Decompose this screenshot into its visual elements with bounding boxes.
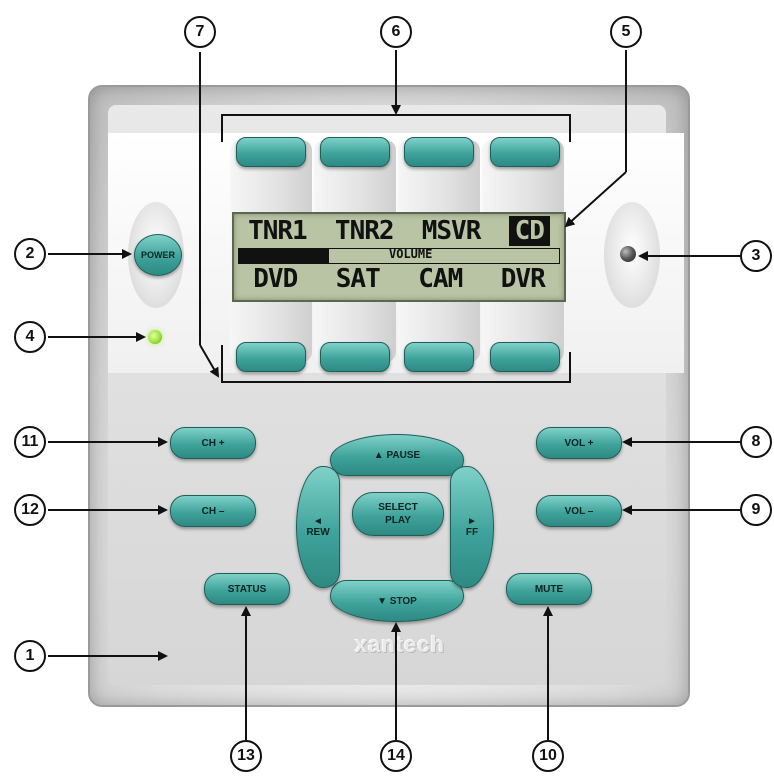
callout-11: 11	[14, 426, 46, 458]
volume-label: VOLUME	[389, 247, 433, 261]
pause-label: ▲ PAUSE	[373, 449, 421, 461]
callout-12: 12	[14, 494, 46, 526]
rewind-arrow-icon: ◄	[313, 516, 323, 527]
softkey-top-1[interactable]	[236, 137, 306, 167]
callout-5: 5	[610, 16, 642, 48]
lcd-volume-meter: VOLUME	[238, 247, 560, 264]
status-label: STATUS	[227, 583, 267, 595]
softkey-top-3[interactable]	[404, 137, 474, 167]
leader-7-diagonal	[199, 344, 220, 378]
callout-14: 14	[380, 740, 412, 772]
callout-8: 8	[740, 426, 772, 458]
brand-logo: xantech	[354, 632, 446, 657]
callout-13: 13	[230, 740, 262, 772]
channel-down-label: CH –	[201, 505, 225, 517]
bracket-bottom-softkeys	[221, 345, 571, 383]
callout-7: 7	[184, 16, 216, 48]
volume-level-bar	[239, 249, 329, 263]
fast-forward-button[interactable]: ► FF	[450, 466, 494, 588]
lcd-bottom-row: DVD SAT CAM DVR	[234, 264, 564, 294]
mute-label: MUTE	[534, 583, 564, 595]
lcd-top-row: TNR1 TNR2 MSVR CD	[234, 216, 564, 246]
callout-10: 10	[532, 740, 564, 772]
callout-6: 6	[380, 16, 412, 48]
lcd-source-tnr1: TNR1	[248, 216, 308, 246]
power-button[interactable]: POWER	[134, 234, 182, 276]
lcd-display: TNR1 TNR2 MSVR CD VOLUME DVD SAT CAM DVR	[232, 212, 566, 302]
rewind-label: REW	[306, 527, 330, 538]
channel-down-button[interactable]: CH –	[170, 495, 256, 527]
softkey-top-4[interactable]	[490, 137, 560, 167]
select-label: SELECT	[378, 502, 418, 513]
lcd-source-cam: CAM	[418, 264, 463, 294]
softkey-bottom-4[interactable]	[490, 342, 560, 372]
bracket-top-softkeys	[221, 114, 571, 142]
lcd-source-msvr: MSVR	[421, 216, 482, 246]
lcd-source-tnr2: TNR2	[334, 216, 395, 246]
stop-button[interactable]: ▼ STOP	[330, 580, 464, 622]
callout-2: 2	[14, 238, 46, 270]
select-play-button[interactable]: SELECT PLAY	[352, 492, 444, 536]
rewind-button[interactable]: ◄ REW	[296, 466, 340, 588]
channel-up-label: CH +	[201, 437, 225, 449]
volume-up-button[interactable]: VOL +	[536, 427, 622, 459]
status-led	[148, 330, 162, 344]
fast-forward-label: FF	[465, 527, 479, 538]
callout-9: 9	[740, 494, 772, 526]
volume-down-button[interactable]: VOL –	[536, 495, 622, 527]
leader-5-diagonal	[564, 171, 627, 228]
channel-up-button[interactable]: CH +	[170, 427, 256, 459]
ir-sensor	[620, 246, 636, 262]
lcd-source-dvd: DVD	[253, 264, 298, 294]
lcd-source-sat: SAT	[335, 264, 381, 294]
volume-down-label: VOL –	[564, 505, 594, 517]
softkey-bottom-1[interactable]	[236, 342, 306, 372]
lcd-source-dvr: DVR	[500, 264, 546, 294]
fast-forward-arrow-icon: ►	[467, 516, 477, 527]
callout-1: 1	[14, 640, 46, 672]
lcd-source-cd-selected: CD	[508, 216, 550, 246]
callout-4: 4	[14, 321, 46, 353]
status-button[interactable]: STATUS	[204, 573, 290, 605]
softkey-bottom-2[interactable]	[320, 342, 390, 372]
softkey-top-2[interactable]	[320, 137, 390, 167]
play-label: PLAY	[385, 515, 411, 526]
mute-button[interactable]: MUTE	[506, 573, 592, 605]
callout-3: 3	[740, 240, 772, 272]
power-label: POWER	[140, 250, 175, 260]
volume-up-label: VOL +	[564, 437, 594, 449]
stop-label: ▼ STOP	[377, 595, 417, 607]
softkey-bottom-3[interactable]	[404, 342, 474, 372]
